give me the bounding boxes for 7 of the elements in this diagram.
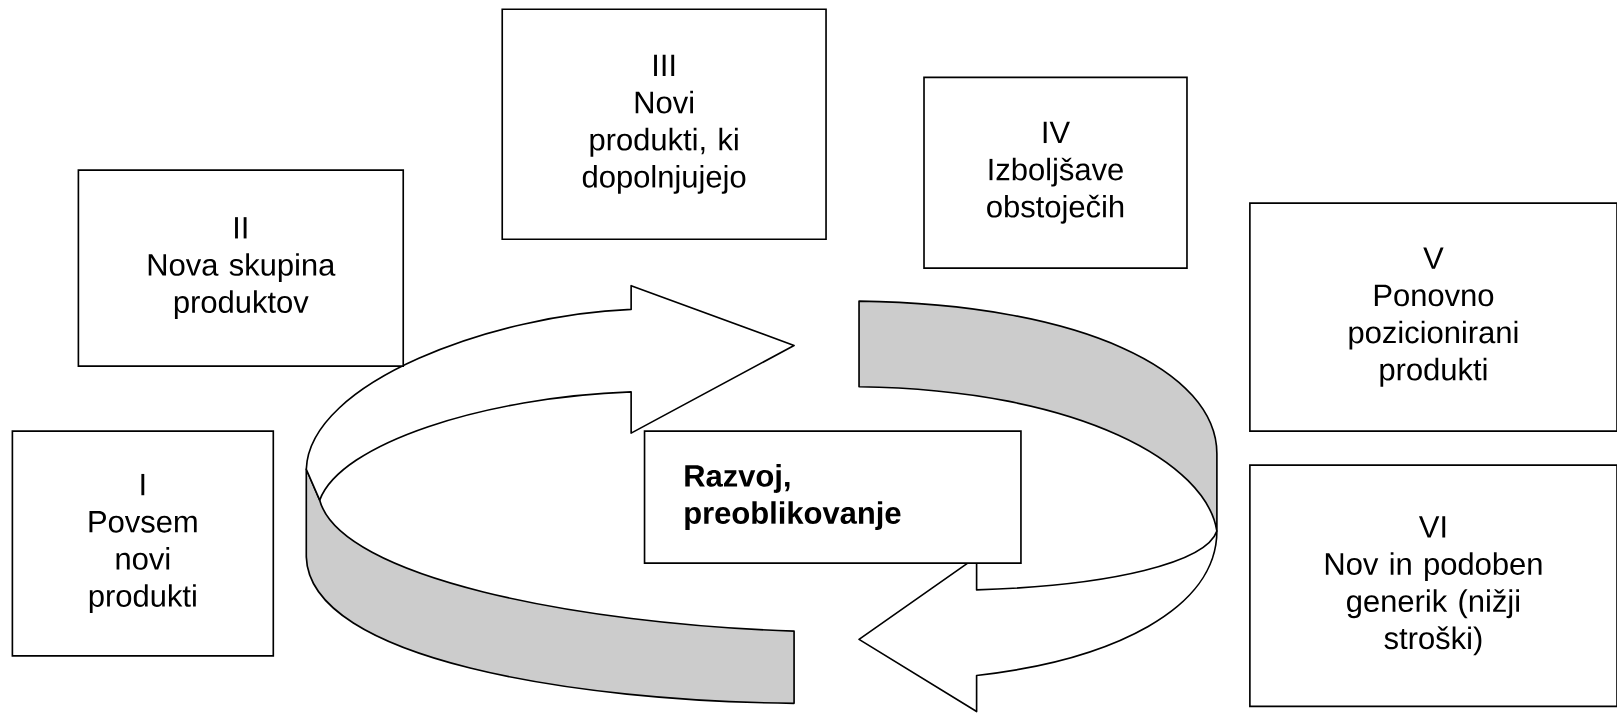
text-box: I Povsem novi produkti bbox=[11, 430, 275, 657]
text-box: III Novi produkti, ki dopolnjujejo bbox=[501, 8, 827, 241]
text-box: II Nova skupina produktov bbox=[77, 169, 405, 368]
text-box: IV Izboljšave obstoječih bbox=[923, 76, 1188, 270]
text-box: VI Nov in podoben generik (nižji stroški) bbox=[1249, 464, 1617, 708]
text-box: Razvoj, preoblikovanje bbox=[643, 430, 1022, 565]
text-box: V Ponovno pozicionirani produkti bbox=[1249, 202, 1617, 433]
